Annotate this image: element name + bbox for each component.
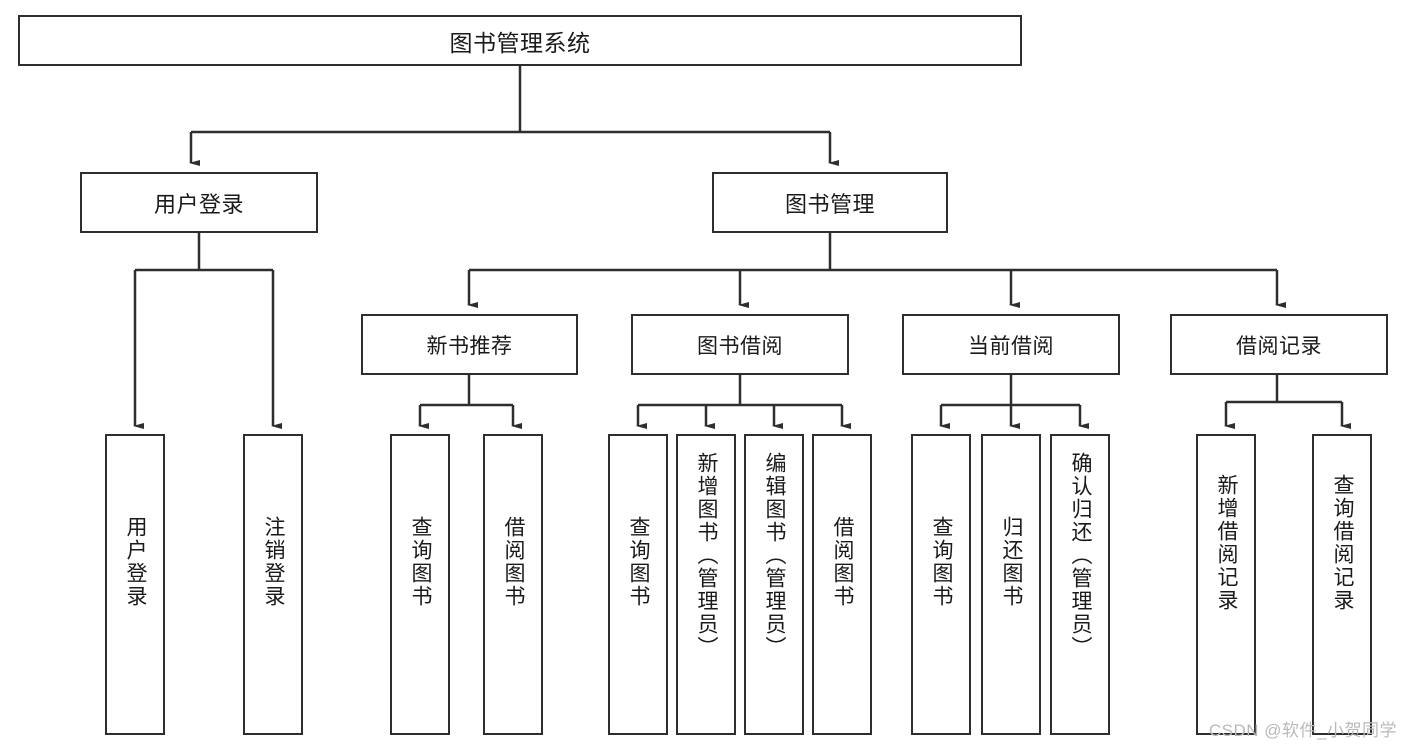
- node-leaf-user-login[interactable]: 用户登录: [105, 434, 165, 735]
- node-leaf-edit-book[interactable]: 编辑图书（管理员）: [744, 434, 804, 735]
- leaf-label: 新增借阅记录: [1214, 474, 1238, 612]
- node-leaf-confirm-return[interactable]: 确认归还（管理员）: [1050, 434, 1110, 735]
- node-leaf-query-book-2[interactable]: 查询图书: [608, 434, 668, 735]
- leaf-label: 确认归还（管理员）: [1068, 452, 1092, 659]
- node-book-management[interactable]: 图书管理: [712, 172, 948, 233]
- leaf-label: 查询图书: [626, 516, 650, 608]
- node-borrow-record[interactable]: 借阅记录: [1170, 314, 1388, 375]
- leaf-label: 查询图书: [929, 516, 953, 608]
- leaf-label: 归还图书: [999, 516, 1023, 608]
- leaf-label: 编辑图书（管理员）: [762, 452, 786, 659]
- node-root-system[interactable]: 图书管理系统: [18, 15, 1022, 66]
- node-leaf-borrow-book-1[interactable]: 借阅图书: [483, 434, 543, 735]
- leaf-label: 借阅图书: [830, 516, 854, 608]
- node-new-book-recommend[interactable]: 新书推荐: [361, 314, 578, 375]
- leaf-label: 查询借阅记录: [1330, 474, 1354, 612]
- leaf-label: 注销登录: [261, 516, 285, 608]
- csdn-watermark: CSDN @软件_小贺同学: [1208, 721, 1397, 740]
- node-leaf-add-book[interactable]: 新增图书（管理员）: [676, 434, 736, 735]
- node-book-borrow[interactable]: 图书借阅: [631, 314, 849, 375]
- node-leaf-logout[interactable]: 注销登录: [243, 434, 303, 735]
- leaf-label: 查询图书: [408, 516, 432, 608]
- leaf-label: 新增图书（管理员）: [694, 452, 718, 659]
- node-leaf-query-record[interactable]: 查询借阅记录: [1312, 434, 1372, 735]
- node-leaf-add-record[interactable]: 新增借阅记录: [1196, 434, 1256, 735]
- node-leaf-borrow-book-2[interactable]: 借阅图书: [812, 434, 872, 735]
- node-leaf-query-book-3[interactable]: 查询图书: [911, 434, 971, 735]
- node-user-login[interactable]: 用户登录: [80, 172, 318, 233]
- node-leaf-query-book-1[interactable]: 查询图书: [390, 434, 450, 735]
- leaf-label: 借阅图书: [501, 516, 525, 608]
- node-leaf-return-book[interactable]: 归还图书: [981, 434, 1041, 735]
- node-current-borrow[interactable]: 当前借阅: [902, 314, 1120, 375]
- leaf-label: 用户登录: [123, 516, 147, 608]
